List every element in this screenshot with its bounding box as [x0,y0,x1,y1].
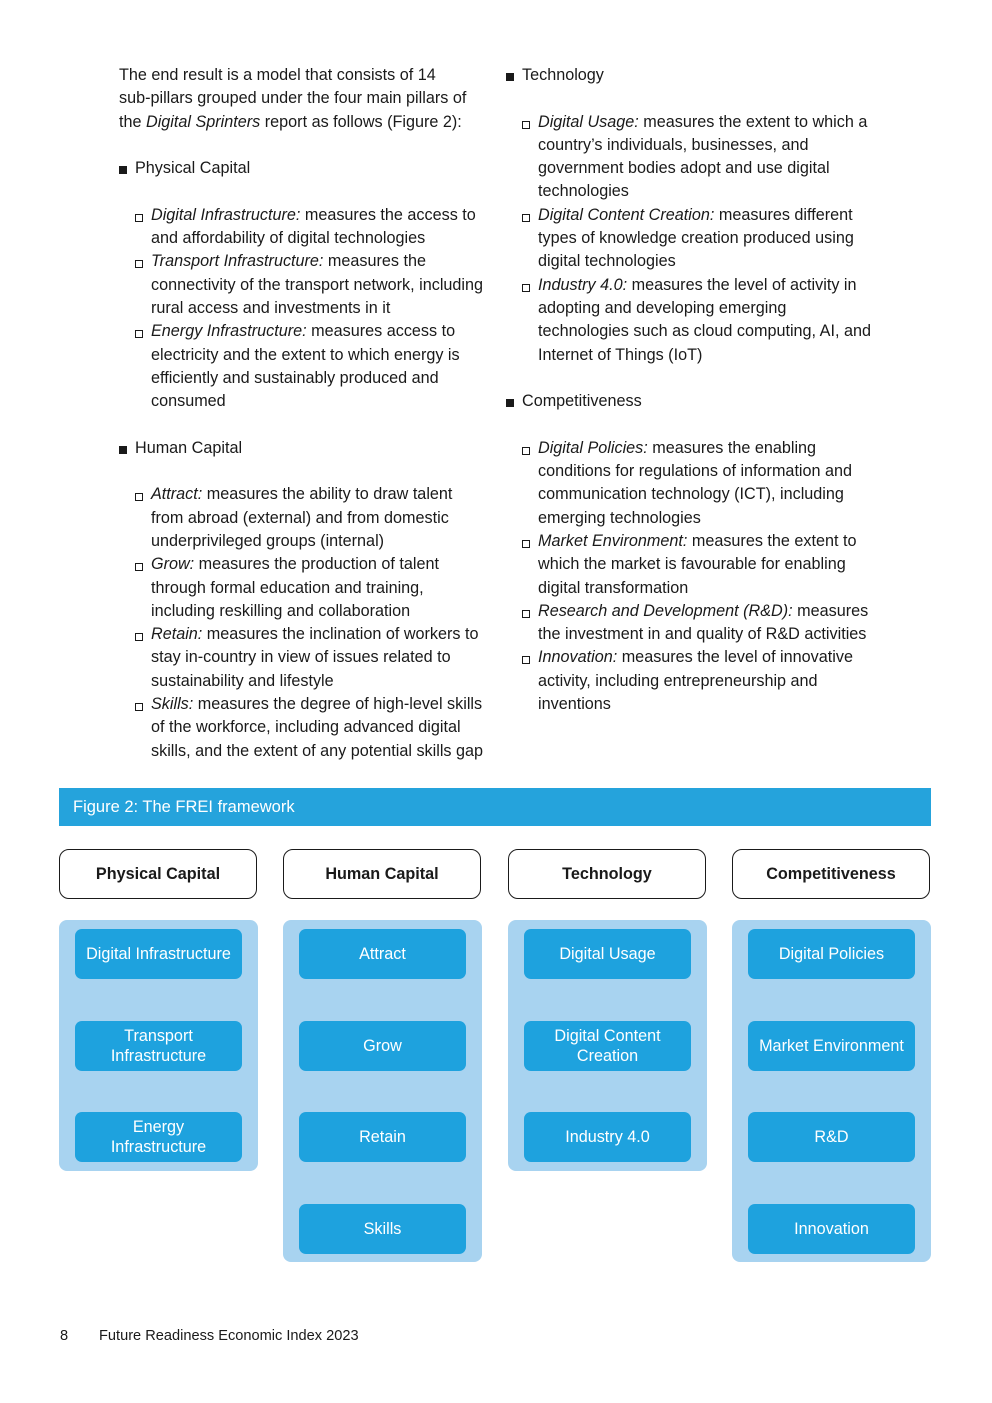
list-item: Market Environment: measures the extent … [522,530,874,600]
list-item: Digital Infrastructure: measures the acc… [135,204,489,251]
framework-sub-pillar: Retain [299,1112,466,1162]
sub-pillar-list-physical-capital: Digital Infrastructure: measures the acc… [119,204,489,414]
framework-sub-pillar: Digital Content Creation [524,1021,691,1071]
sub-pillar-list-technology: Digital Usage: measures the extent to wh… [506,111,874,367]
framework-sub-pillar: Skills [299,1204,466,1254]
framework-sub-pillar: Innovation [748,1204,915,1254]
framework-sub-pillar: Energy Infrastructure [75,1112,242,1162]
publication-title: Future Readiness Economic Index 2023 [99,1328,359,1344]
list-item: Skills: measures the degree of high-leve… [135,693,489,763]
framework-pillar-human-capital: Human Capital [283,849,481,899]
page-footer: 8 Future Readiness Economic Index 2023 [60,1328,359,1344]
framework-panel-competitiveness: Digital Policies Market Environment R&D … [732,920,931,1262]
framework-panel-technology: Digital Usage Digital Content Creation I… [508,920,707,1171]
pillar-heading-physical-capital: Physical Capital [119,157,489,180]
framework-sub-pillar: Industry 4.0 [524,1112,691,1162]
list-item: Attract: measures the ability to draw ta… [135,483,489,553]
list-item: Innovation: measures the level of innova… [522,646,874,716]
framework-pillar-competitiveness: Competitiveness [732,849,930,899]
right-text-column: Technology Digital Usage: measures the e… [506,64,874,740]
sub-pillar-list-competitiveness: Digital Policies: measures the enabling … [506,437,874,717]
framework-sub-pillar: Digital Usage [524,929,691,979]
figure-title-bar: Figure 2: The FREI framework [59,788,931,826]
list-item: Transport Infrastructure: measures the c… [135,250,489,320]
framework-sub-pillar: Attract [299,929,466,979]
list-item: Energy Infrastructure: measures access t… [135,320,489,413]
list-item: Retain: measures the inclination of work… [135,623,489,693]
pillar-heading-human-capital: Human Capital [119,437,489,460]
framework-pillar-technology: Technology [508,849,706,899]
list-item: Digital Content Creation: measures diffe… [522,204,874,274]
framework-panel-human-capital: Attract Grow Retain Skills [283,920,482,1262]
list-item: Digital Usage: measures the extent to wh… [522,111,874,204]
framework-pillar-physical-capital: Physical Capital [59,849,257,899]
pillar-heading-competitiveness: Competitiveness [506,390,874,413]
framework-sub-pillar: Digital Infrastructure [75,929,242,979]
framework-sub-pillar: Digital Policies [748,929,915,979]
framework-sub-pillar: Transport Infrastructure [75,1021,242,1071]
intro-line: The end result is a model that consists … [119,66,436,84]
sub-pillar-list-human-capital: Attract: measures the ability to draw ta… [119,483,489,763]
intro-line: sub-pillars grouped under the four main … [119,89,467,108]
framework-panel-physical-capital: Digital Infrastructure Transport Infrast… [59,920,258,1171]
page-number: 8 [60,1328,69,1344]
framework-sub-pillar: R&D [748,1112,915,1162]
framework-sub-pillar: Market Environment [748,1021,915,1071]
intro-paragraph: The end result is a model that consists … [119,64,489,134]
left-text-column: The end result is a model that consists … [119,64,489,786]
list-item: Research and Development (R&D): measures… [522,600,874,647]
list-item: Grow: measures the production of talent … [135,553,489,623]
list-item: Digital Policies: measures the enabling … [522,437,874,530]
framework-sub-pillar: Grow [299,1021,466,1071]
pillar-heading-technology: Technology [506,64,874,87]
list-item: Industry 4.0: measures the level of acti… [522,274,874,367]
intro-line: the Digital Sprinters report as follows … [119,112,462,131]
